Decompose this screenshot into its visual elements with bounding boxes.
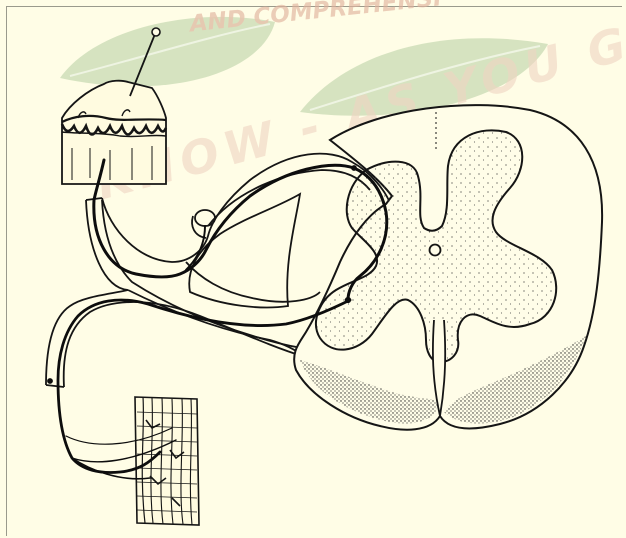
- central-canal: [430, 245, 441, 256]
- nerve-trunk: [46, 198, 305, 387]
- spinal-cord: [294, 105, 602, 430]
- skin-receptor-block: [62, 81, 166, 184]
- motor-neuron: [58, 300, 350, 479]
- muscle-block: [135, 397, 199, 525]
- watermark-arc-text: AND COMPREHENSI: [187, 0, 444, 38]
- pin-head-icon: [152, 28, 160, 36]
- dorsal-root-ganglion: [195, 210, 215, 226]
